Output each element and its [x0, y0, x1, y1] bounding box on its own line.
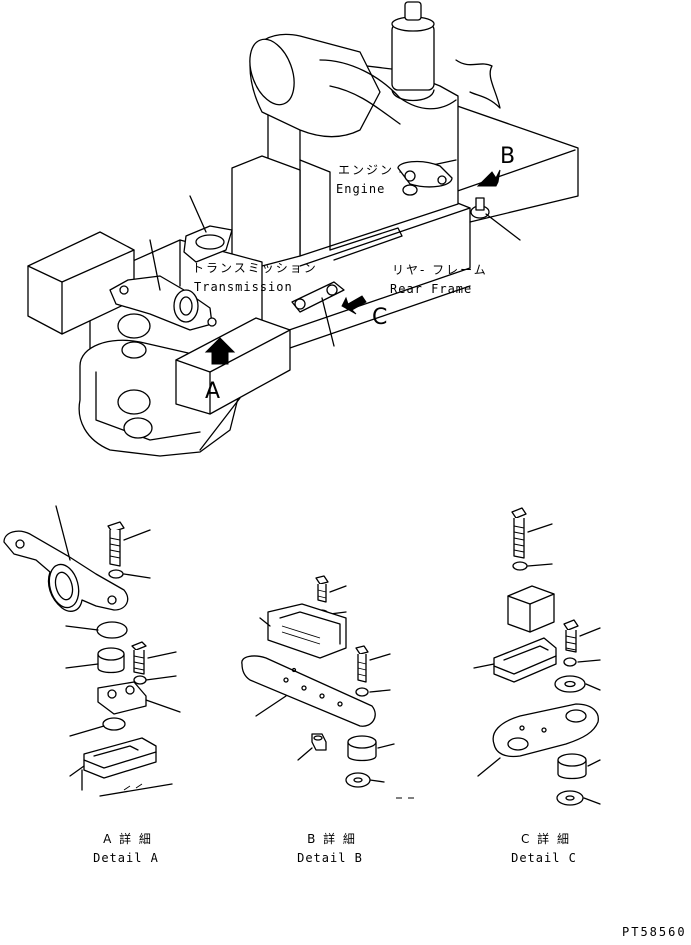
detail-b-parts	[241, 575, 414, 799]
engine-label-en: Engine	[336, 182, 386, 196]
transmission-label-jp: トランスミッション	[192, 261, 318, 275]
transmission-label-en: Transmission	[194, 280, 293, 294]
transmission-front-block	[27, 231, 135, 335]
detail-c-caption-en: Detail C	[511, 851, 577, 865]
view-b-marker: B	[500, 144, 517, 169]
rear-mount-c	[291, 281, 367, 347]
turbocharger	[249, 33, 501, 138]
detail-a-caption-en: Detail A	[93, 851, 159, 865]
air-cleaner	[391, 1, 435, 102]
view-c-marker: C	[372, 305, 389, 330]
view-a-marker: A	[205, 379, 222, 404]
detail-b-caption-jp: B 詳 細	[307, 832, 357, 846]
main-assembly-view	[27, 1, 579, 457]
detail-a-caption-jp: A 詳 細	[103, 832, 153, 846]
rear-frame-label-en: Rear Frame	[390, 282, 473, 296]
view-a-box	[175, 317, 291, 451]
transmission-mount-bracket	[109, 195, 233, 331]
part-code: PT58560	[622, 925, 687, 939]
engine-label-jp: エンジン	[338, 163, 395, 177]
detail-b-caption-en: Detail B	[297, 851, 363, 865]
detail-c-caption-jp: C 詳 細	[520, 832, 572, 846]
detail-c-parts	[473, 507, 601, 806]
rear-mount-b	[397, 160, 521, 241]
detail-a-parts	[3, 505, 181, 797]
rear-frame-label-jp: リヤ- フレーム	[392, 263, 488, 277]
